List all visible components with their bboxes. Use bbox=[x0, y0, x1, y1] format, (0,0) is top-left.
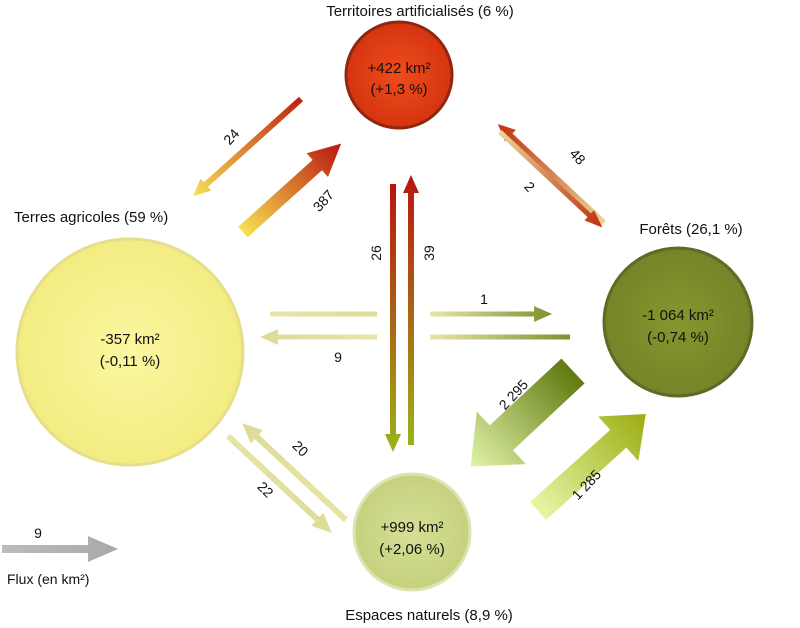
node-forets-title: Forêts (26,1 %) bbox=[639, 221, 742, 238]
node-naturels-title: Espaces naturels (8,9 %) bbox=[345, 607, 513, 624]
flow-label-agri-to-forets: 1 bbox=[480, 291, 488, 307]
node-forets: -1 064 km² (-0,74 %) bbox=[602, 246, 754, 398]
arrow-forets-bar bbox=[430, 334, 570, 340]
node-agricole-title: Terres agricoles (59 %) bbox=[14, 209, 168, 226]
arrow-artif-to-nat bbox=[385, 184, 401, 452]
arrow-artif-to-forets bbox=[498, 130, 603, 228]
node-forets-percent: (-0,74 %) bbox=[647, 329, 709, 346]
arrow-nat-to-agri bbox=[242, 423, 349, 523]
legend-label: Flux (en km²) bbox=[7, 571, 89, 587]
arrow-agri-to-forets bbox=[430, 306, 552, 322]
arrow-nat-to-forets bbox=[529, 413, 646, 520]
arrow-forets-to-agri bbox=[260, 329, 377, 345]
arrow-artif-to-agri bbox=[193, 96, 304, 197]
node-artificialises-percent: (+1,3 %) bbox=[370, 81, 427, 98]
node-agricole-area: -357 km² bbox=[100, 331, 159, 348]
legend-value: 9 bbox=[34, 525, 42, 541]
flow-label-artif-to-nat: 26 bbox=[368, 245, 384, 261]
flow-label-forets-to-agri: 9 bbox=[334, 349, 342, 365]
legend-arrow bbox=[2, 536, 118, 562]
node-artificialises-title: Territoires artificialisés (6 %) bbox=[326, 3, 514, 20]
node-forets-area: -1 064 km² bbox=[642, 307, 714, 324]
flow-label-artif-to-agri: 24 bbox=[220, 125, 242, 147]
node-artificialises: +422 km² (+1,3 %) bbox=[344, 20, 454, 130]
node-naturels-area: +999 km² bbox=[381, 519, 444, 536]
node-artificialises-area: +422 km² bbox=[368, 60, 431, 77]
arrow-nat-to-artif bbox=[403, 175, 419, 445]
flow-label-agri-to-artif: 387 bbox=[310, 186, 338, 214]
flow-label-nat-to-artif: 39 bbox=[421, 245, 437, 261]
legend: 9 Flux (en km²) bbox=[2, 525, 118, 587]
arrow-forets-to-artif bbox=[497, 124, 607, 226]
flow-label-nat-to-agri: 20 bbox=[289, 437, 311, 459]
flow-label-artif-to-forets: 2 bbox=[521, 178, 538, 195]
arrow-agri-bar bbox=[270, 311, 377, 317]
node-naturels: +999 km² (+2,06 %) bbox=[352, 472, 472, 592]
node-agricole: -357 km² (-0,11 %) bbox=[15, 237, 245, 467]
arrow-agri-to-nat bbox=[225, 433, 332, 533]
arrow-forets-to-nat bbox=[470, 358, 585, 467]
flow-label-forets-to-artif: 48 bbox=[566, 145, 588, 167]
node-naturels-percent: (+2,06 %) bbox=[379, 541, 444, 558]
arrow-agri-to-artif bbox=[238, 143, 342, 238]
node-agricole-percent: (-0,11 %) bbox=[100, 353, 161, 370]
